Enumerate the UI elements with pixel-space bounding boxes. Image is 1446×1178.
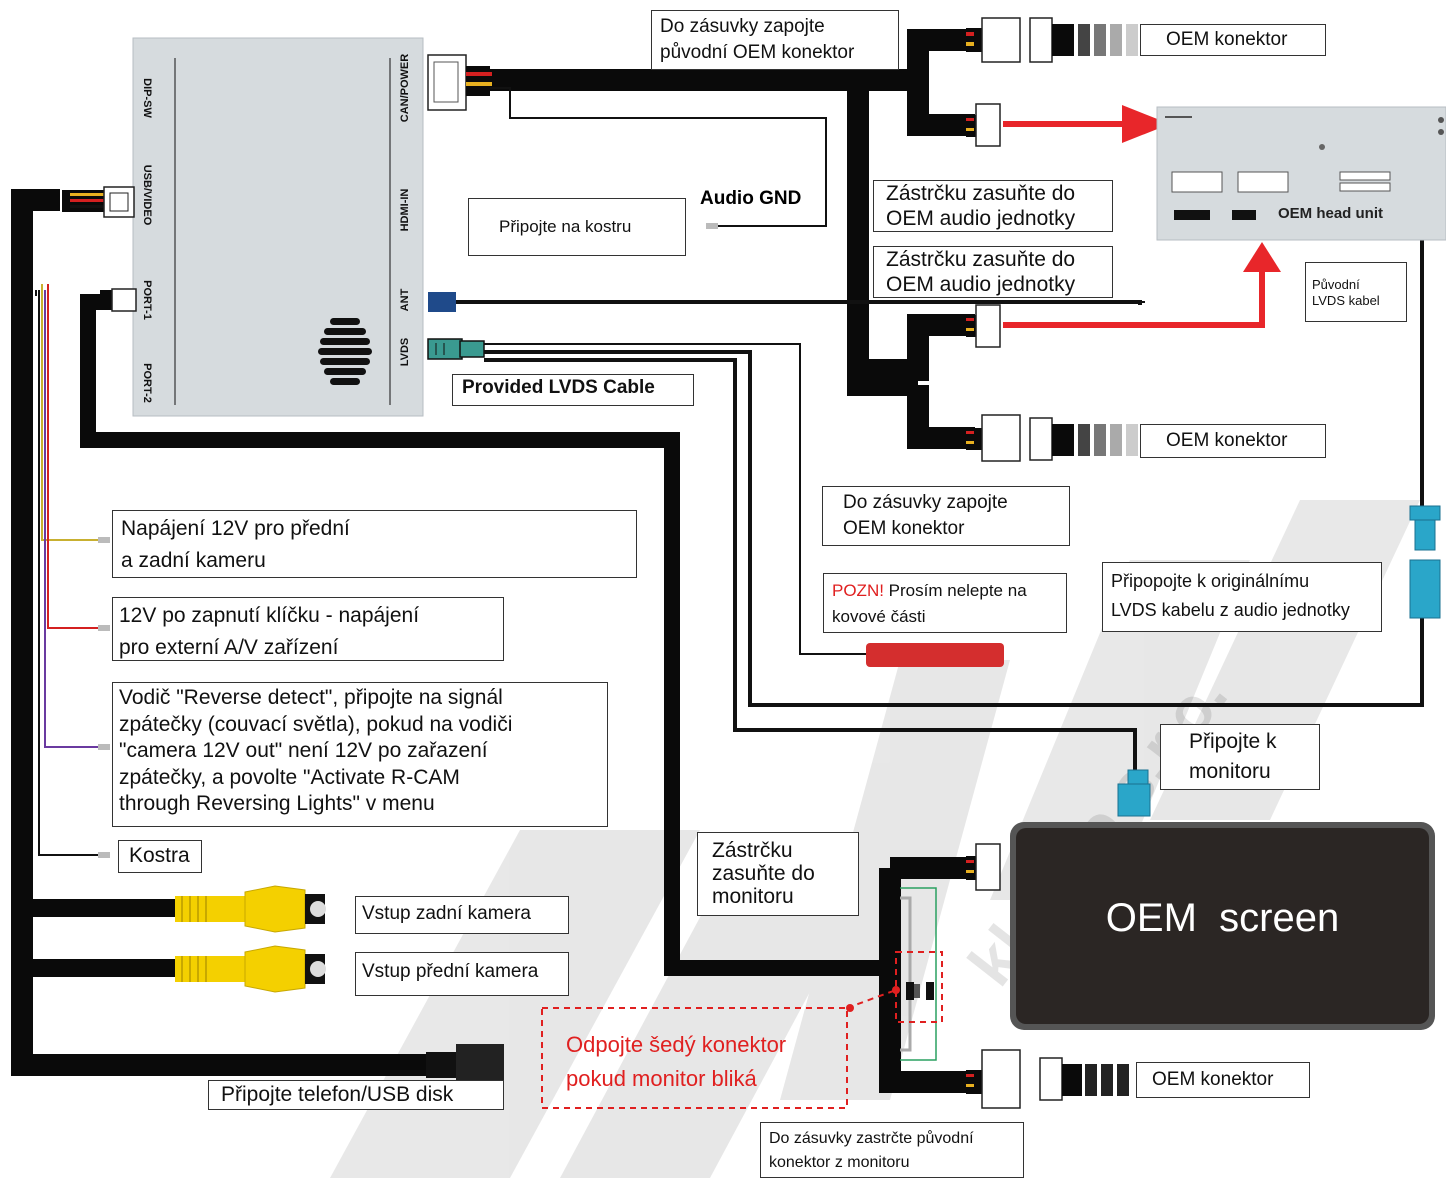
oem-connector-top-callout: Do zásuvky zapojte původní OEM konektor [651, 10, 899, 70]
orig-lvds-callout: Původní LVDS kabel [1305, 262, 1407, 322]
can-power-connector [427, 54, 492, 111]
plug-monitor-callout: Zástrčku zasuňte do monitoru [697, 832, 859, 916]
speaker-grill [318, 318, 372, 385]
rear-cam-callout: Vstup zadní kamera [355, 896, 569, 934]
port1-connector [100, 288, 137, 312]
red-arrows [1003, 105, 1281, 328]
warning-text: Prosím nelepte na kovové části [832, 581, 1027, 626]
lvds-original-connector [1409, 505, 1441, 619]
head-unit-label: OEM head unit [1278, 205, 1383, 222]
oem-label-1: OEM konektor [1140, 24, 1326, 56]
reverse-detect-callout: Vodič "Reverse detect", připojte na sign… [112, 682, 608, 827]
oem-screen-label: OEM screen [1105, 896, 1340, 940]
ant-connector [428, 292, 456, 312]
disconnect-grey-text: Odpojte šedý konektor pokud monitor blik… [566, 1032, 787, 1091]
thin-wires [35, 87, 1424, 856]
port-label-hdmi-in: HDMI-IN [399, 189, 411, 232]
front-cam-callout: Vstup přední kamera [355, 952, 569, 996]
oem-connector-3 [966, 1049, 1129, 1109]
main-cables [11, 29, 975, 1093]
oem-label-3: OEM konektor [1136, 1062, 1310, 1098]
plug-audio-1-callout: Zástrčku zasuňte do OEM audio jednotky [873, 180, 1113, 232]
harness-inner [900, 887, 937, 1061]
port-label-port-2: PORT-2 [141, 363, 153, 403]
monitor-connect-callout: Připojte k monitoru [1160, 724, 1320, 790]
lvds-provided-label: Provided LVDS Cable [452, 374, 694, 406]
oem-connector-mid-callout: Do zásuvky zapojte OEM konektor [822, 486, 1070, 546]
port-label-port-1: PORT-1 [141, 280, 153, 320]
port-label-ant: ANT [399, 288, 411, 311]
port-label-usb-video: USB/VIDEO [141, 165, 153, 226]
monitor-plug [966, 843, 1001, 891]
ground-callout: Kostra [118, 840, 202, 873]
audio-plug-1 [966, 103, 1001, 147]
warning-callout: POZN! Prosím nelepte na kovové části [823, 573, 1067, 633]
oem-connector-1 [966, 17, 1138, 63]
wire-pins [98, 223, 718, 858]
rca-rear [175, 885, 326, 933]
rca-front [175, 945, 326, 993]
orig-lvds-connect-callout: Připopojte k originálnímu LVDS kabelu z … [1102, 562, 1382, 632]
plug-audio-2-callout: Zástrčku zasuňte do OEM audio jednotky [873, 246, 1113, 298]
port-label-dip-sw: DIP-SW [141, 78, 153, 118]
warning-prefix: POZN! [832, 581, 884, 600]
usb-video-connector [62, 186, 135, 218]
oem-head-unit [1156, 106, 1446, 241]
disconnect-callout-frame [541, 951, 943, 1109]
oem-label-2: OEM konektor [1140, 424, 1326, 458]
audio-gnd-label: Audio GND [700, 188, 802, 209]
port-label-lvds: LVDS [399, 338, 411, 367]
power-cam-callout: Napájení 12V pro přední a zadní kameru [112, 510, 637, 578]
usb-connector [426, 1044, 504, 1086]
lvds-connector [427, 338, 485, 360]
acc-power-callout: 12V po zapnutí klíčku - napájení pro ext… [112, 597, 504, 661]
usb-callout: Připojte telefon/USB disk [208, 1080, 504, 1110]
port-label-can-power: CAN/POWER [399, 54, 411, 123]
audio-plug-2 [966, 304, 1001, 348]
monitor-socket-callout: Do zásuvky zastrčte původní konektor z m… [760, 1122, 1024, 1178]
red-tape [866, 643, 1004, 667]
lvds-monitor-connector [1117, 769, 1151, 817]
oem-screen [1010, 822, 1435, 1030]
ground-chassis-callout: Připojte na kostru [468, 198, 686, 256]
oem-connector-2 [966, 414, 1138, 462]
